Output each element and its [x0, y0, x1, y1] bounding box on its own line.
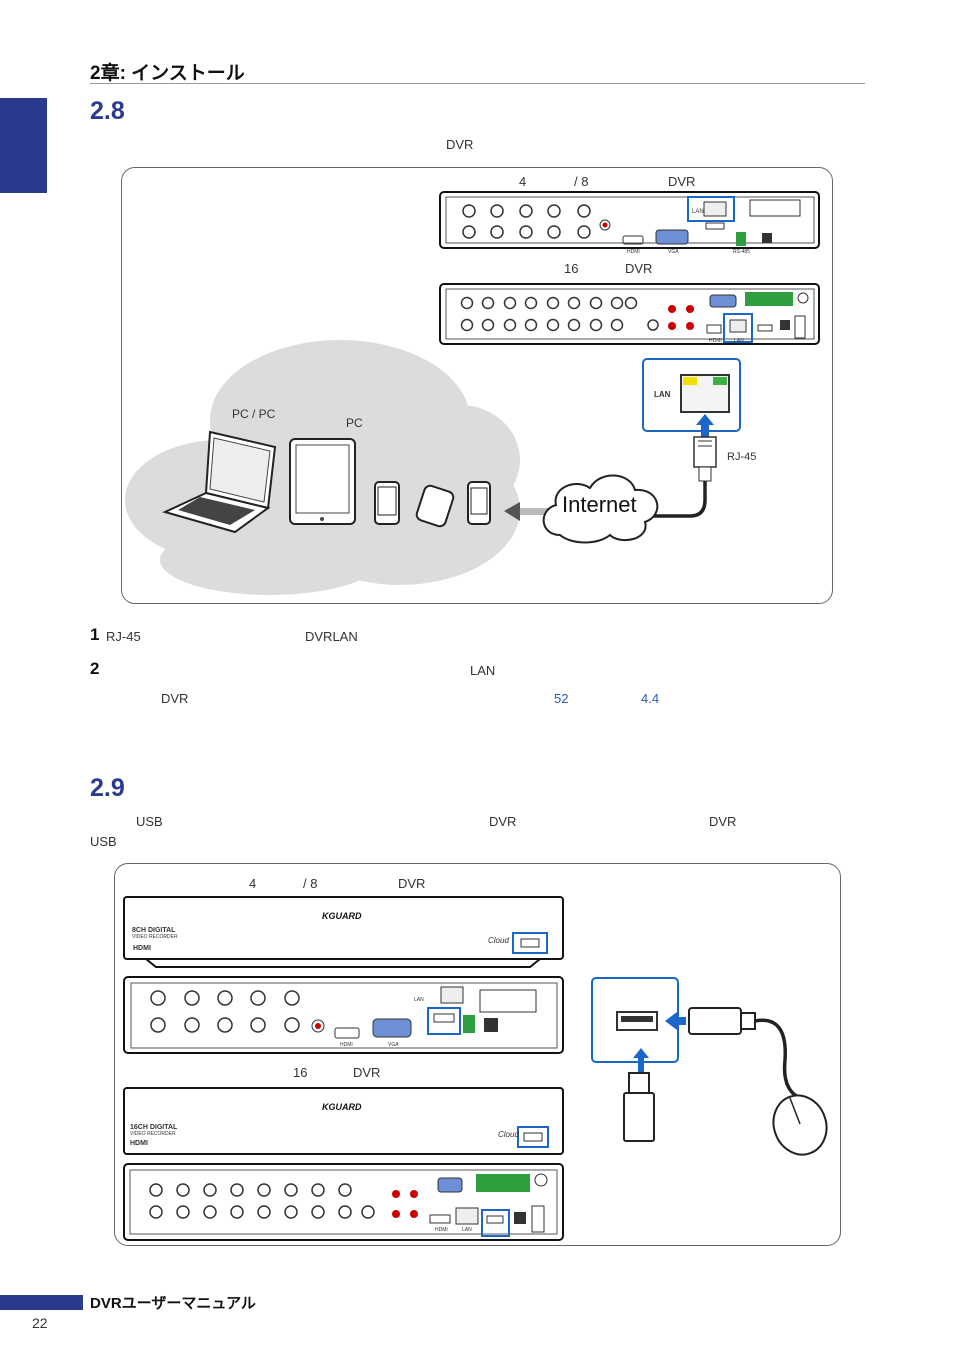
svg-text:LAN: LAN [692, 209, 704, 215]
lan-port-zoom: LAN [642, 358, 741, 438]
usb-8ch-label: / 8 [303, 876, 318, 891]
dvr-16ch-rear-panel: LAN HDMI [439, 283, 820, 345]
footer-title: DVRユーザーマニュアル [90, 1295, 256, 1312]
kguard-logo-16ch: KGUARD [322, 1102, 362, 1112]
internet-label: Internet [562, 492, 637, 517]
section-2-9-number: 2.9 [90, 774, 125, 802]
front-16ch-subtitle: VIDEO RECORDER [130, 1131, 176, 1137]
usb-cable-plug [688, 1007, 801, 1100]
laptop-illustration [162, 430, 277, 534]
rj45-label: RJ-45 [727, 451, 757, 463]
front-8ch-title: 8CH DIGITAL [132, 927, 176, 934]
section-2-8-intro: DVR [446, 137, 474, 152]
svg-text:LAN: LAN [414, 997, 424, 1003]
side-tab [0, 98, 47, 193]
chapter-title: 2章: インストール [90, 63, 245, 84]
dvr-8ch-label: / 8 [574, 174, 589, 189]
kguard-logo-8ch: KGUARD [322, 911, 362, 921]
dvr-4-8ch-rear-panel-usb: HDMI VGA LAN [123, 976, 564, 1054]
dvr-16ch-rear-panel-usb: HDMI LAN [123, 1163, 564, 1241]
step-2-section-link[interactable]: 4.4 [641, 691, 660, 706]
svg-text:HDMI: HDMI [709, 338, 722, 344]
page-number: 22 [32, 1315, 48, 1331]
tablet-illustration [289, 438, 356, 525]
step-1-number: 1 [90, 625, 100, 644]
step-1-text-dvrlan: DVRLAN [305, 629, 358, 644]
section-2-9-text-usb: USB [136, 814, 163, 829]
svg-text:HDMI: HDMI [340, 1042, 353, 1048]
section-2-9-text-dvr: DVR [489, 814, 517, 829]
usb-mouse [772, 1094, 828, 1156]
front-16ch-title: 16CH DIGITAL [130, 1124, 178, 1131]
usb-4ch-label: 4 [249, 876, 257, 891]
step-2-number: 2 [90, 659, 100, 678]
dvr-4-8-suffix: DVR [668, 174, 696, 189]
dvr-16ch-suffix: DVR [625, 261, 653, 276]
svg-text:HDMI: HDMI [435, 1227, 448, 1233]
svg-text:LAN: LAN [462, 1227, 472, 1233]
step-1-text: RJ-45 [106, 629, 141, 644]
cloud-badge-16ch: Cloud [498, 1130, 519, 1139]
svg-text:VGA: VGA [668, 249, 679, 255]
chapter-divider [90, 83, 865, 84]
rj45-connector [642, 436, 717, 518]
step-2-page-link[interactable]: 52 [554, 691, 569, 706]
section-2-9-text-dvr-2: DVR [709, 814, 737, 829]
front-8ch-subtitle: VIDEO RECORDER [132, 934, 178, 940]
section-2-9-text-usb-2: USB [90, 834, 117, 849]
usb-flash-drive [623, 1072, 655, 1142]
svg-text:HDMI: HDMI [133, 945, 151, 952]
dvr-4ch-label: 4 [519, 174, 527, 189]
svg-text:HDMI: HDMI [627, 249, 640, 255]
dvr-4-8ch-front-panel: HDMI [123, 896, 564, 968]
usb-16ch-label: 16 [293, 1065, 308, 1080]
usb-port-zoom [591, 977, 686, 1072]
footer-bar [0, 1295, 83, 1310]
internet-cloud-icon [542, 474, 659, 544]
svg-text:LAN: LAN [654, 390, 671, 399]
svg-text:LAN: LAN [734, 338, 744, 344]
cloud-badge-8ch: Cloud [488, 936, 509, 945]
dvr-16ch-front-panel: HDMI [123, 1087, 564, 1155]
step-2-text-lan: LAN [470, 663, 496, 678]
internet-arrow [504, 502, 554, 521]
tablet-label: PC [346, 416, 363, 430]
svg-text:HDMI: HDMI [130, 1140, 148, 1147]
dvr-4-8ch-rear-panel: LAN HDMI VGA RS-485 [439, 191, 820, 255]
section-2-8-number: 2.8 [90, 97, 125, 125]
svg-text:RS-485: RS-485 [733, 249, 750, 255]
usb-4-8-suffix: DVR [398, 876, 426, 891]
dvr-16ch-label: 16 [564, 261, 579, 276]
pc-label: PC / PC [232, 407, 276, 421]
svg-text:VGA: VGA [388, 1042, 399, 1048]
usb-16ch-suffix: DVR [353, 1065, 381, 1080]
step-2-text-dvr: DVR [161, 691, 189, 706]
phones-illustration [374, 481, 491, 528]
